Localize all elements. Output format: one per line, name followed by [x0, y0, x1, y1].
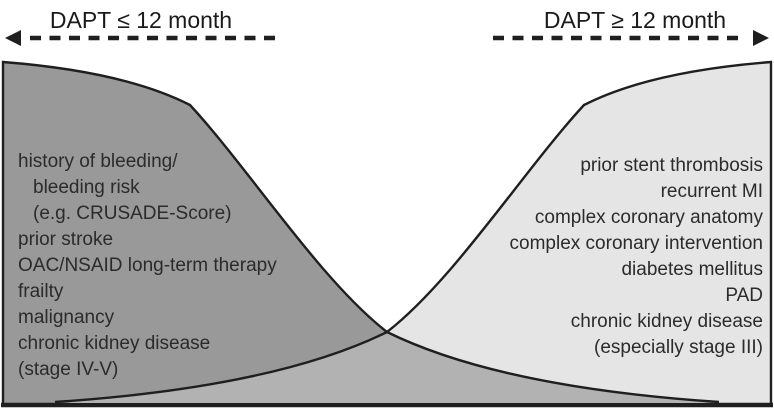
long-dapt-outline [54, 60, 773, 404]
list-item: (e.g. CRUSADE-Score) [33, 203, 232, 224]
list-item: complex coronary anatomy [534, 207, 763, 228]
short-dapt-region [3, 62, 719, 403]
list-item: chronic kidney disease [18, 333, 211, 354]
list-item: diabetes mellitus [621, 259, 763, 280]
long-dapt-factor-list: prior stent thrombosis recurrent MI comp… [510, 153, 763, 361]
list-item: (stage IV-V) [18, 359, 119, 380]
list-item: recurrent MI [660, 181, 763, 202]
curves-overlap-region [55, 332, 719, 402]
list-item: prior stent thrombosis [580, 155, 763, 176]
list-item: malignancy [18, 307, 115, 328]
long-dapt-region [55, 62, 771, 403]
list-item: (especially stage III) [594, 337, 763, 358]
list-item: history of bleeding/ [18, 151, 178, 172]
short-dapt-factor-list: history of bleeding/ bleeding risk (e.g.… [18, 149, 277, 383]
right-arrowhead-icon [753, 30, 769, 46]
list-item: PAD [725, 285, 763, 306]
short-dapt-title: DAPT ≤ 12 month [49, 7, 233, 33]
short-dapt-outline [1, 60, 720, 404]
list-item: complex coronary intervention [509, 233, 763, 254]
list-item: prior stroke [18, 229, 114, 250]
list-item: bleeding risk [33, 177, 140, 198]
long-dapt-title: DAPT ≥ 12 month [543, 7, 727, 33]
list-item: chronic kidney disease [570, 311, 763, 332]
list-item: frailty [18, 281, 64, 302]
list-item: OAC/NSAID long-term therapy [18, 255, 277, 276]
left-arrowhead-icon [5, 30, 21, 46]
